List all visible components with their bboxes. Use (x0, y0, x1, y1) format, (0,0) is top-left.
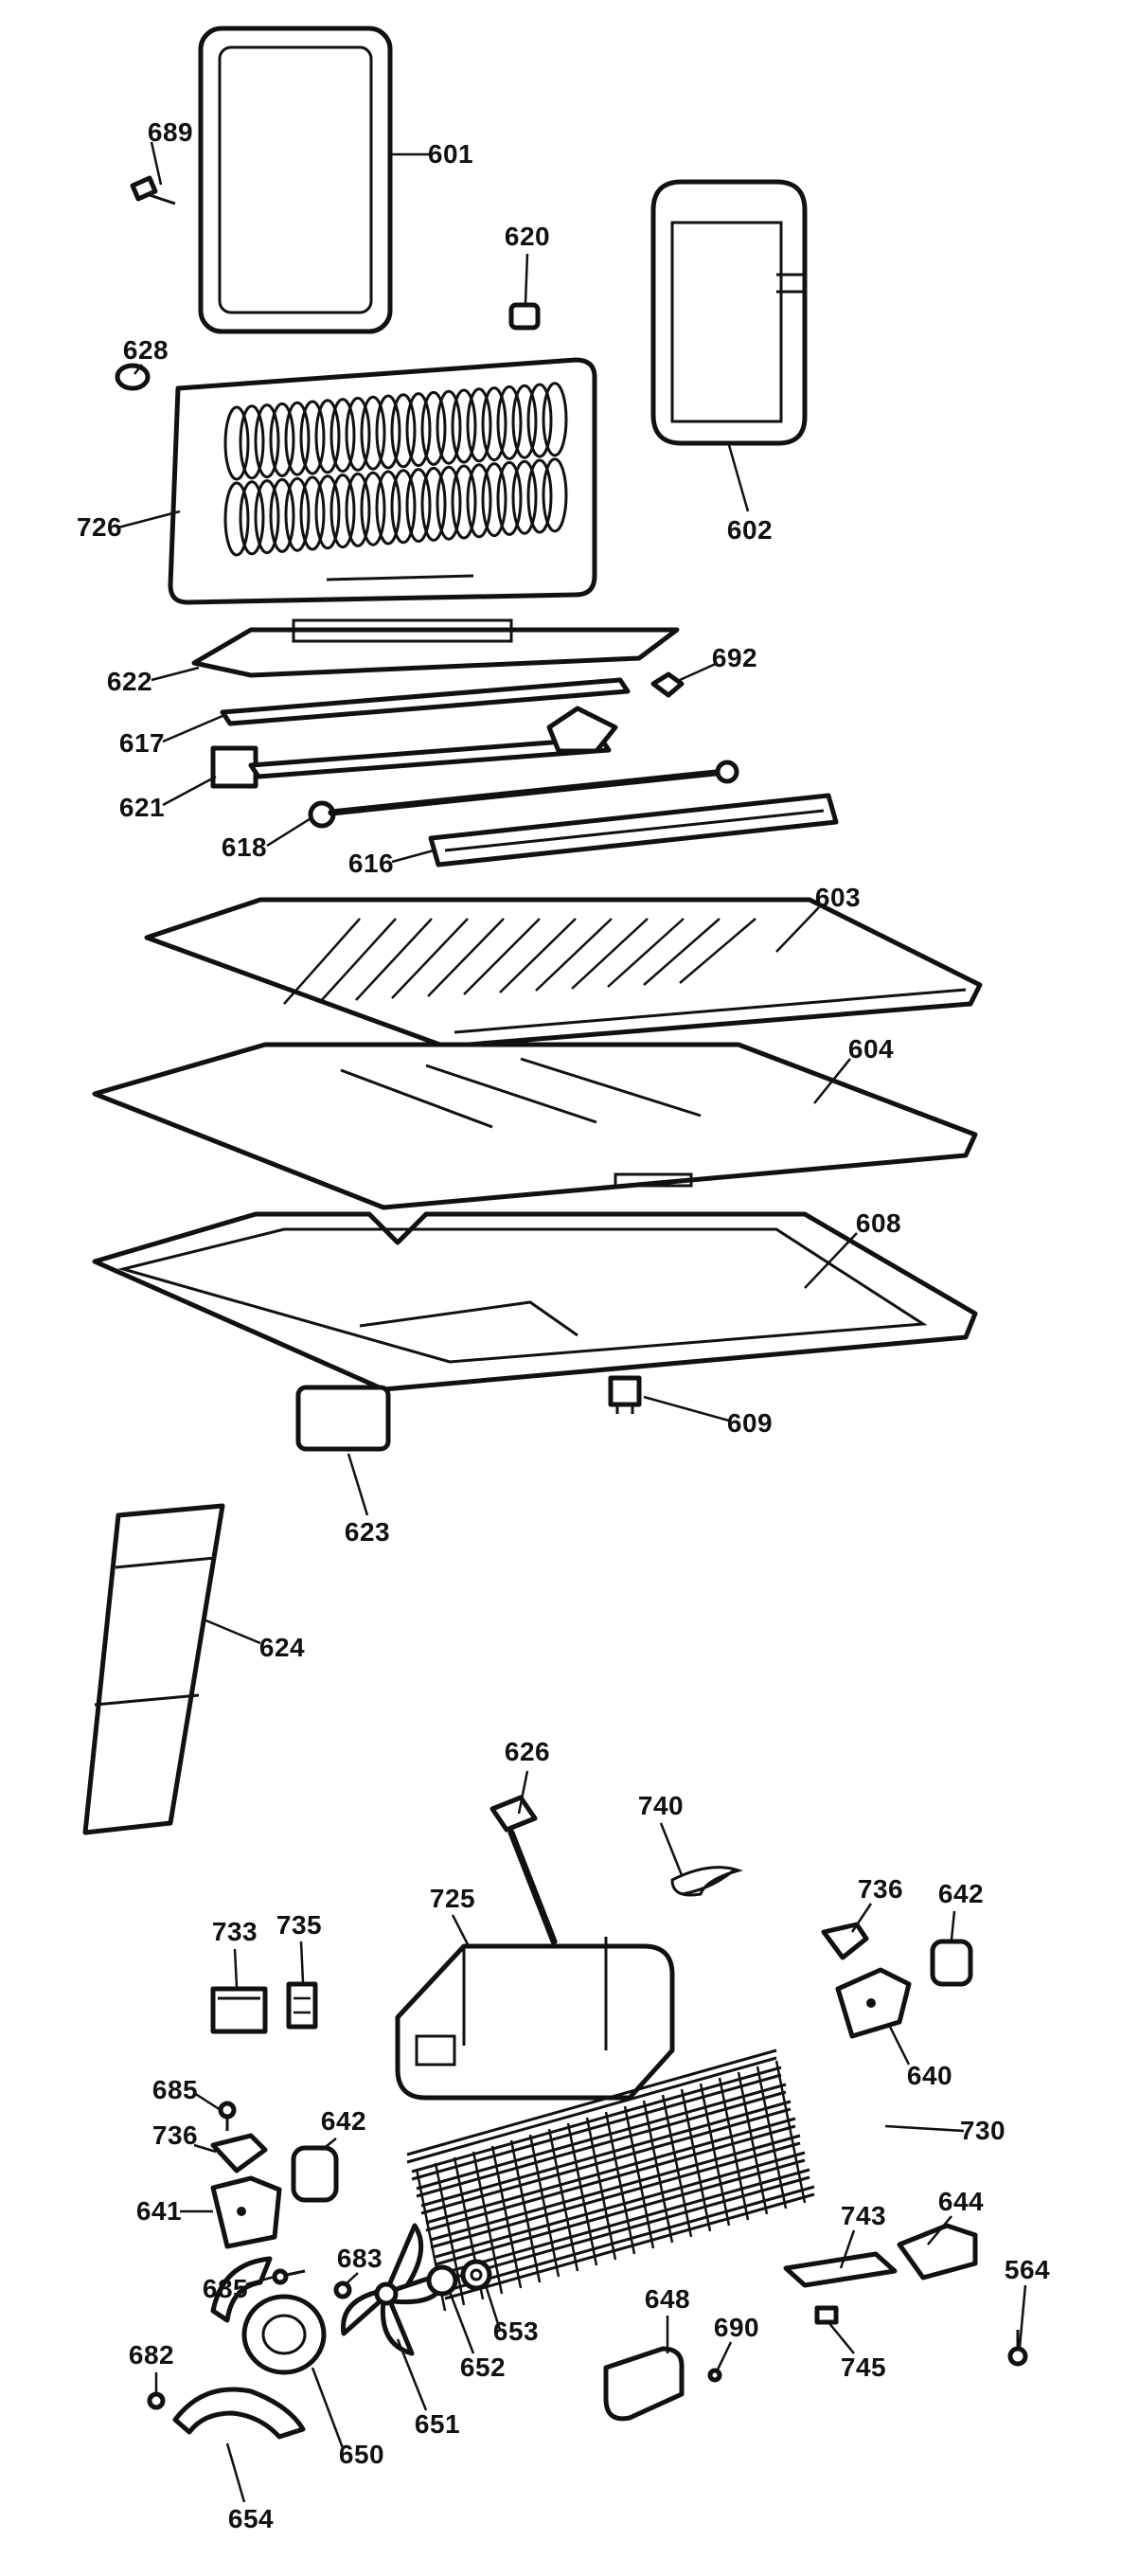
label-616: 616 (347, 849, 395, 878)
label-653: 653 (492, 2317, 540, 2346)
part-621-bracket (210, 706, 618, 789)
label-654: 654 (227, 2504, 275, 2533)
part-685-screw-a (218, 2101, 237, 2131)
label-608: 608 (855, 1208, 902, 1238)
label-651: 651 (414, 2409, 461, 2439)
part-623-cover (295, 1385, 391, 1452)
label-730: 730 (959, 2116, 1006, 2145)
part-726-evaporator (168, 357, 597, 605)
label-735: 735 (276, 1910, 323, 1940)
part-617-bar (220, 677, 631, 726)
label-745: 745 (840, 2352, 887, 2382)
label-623: 623 (344, 1517, 391, 1547)
label-628: 628 (122, 335, 169, 365)
label-617: 617 (118, 728, 166, 758)
label-624: 624 (258, 1633, 306, 1662)
part-685-screw-b (272, 2268, 306, 2285)
part-602-cover (650, 179, 808, 446)
part-736-clip (821, 1922, 869, 1960)
label-564: 564 (1004, 2255, 1051, 2284)
label-601: 601 (427, 139, 474, 169)
label-621: 621 (118, 793, 166, 822)
label-641: 641 (135, 2196, 183, 2226)
part-640-bracket (835, 1967, 912, 2039)
label-609: 609 (726, 1408, 774, 1438)
label-618: 618 (221, 832, 268, 862)
part-650-fan-motor (210, 2256, 327, 2375)
part-622-drain-tray (191, 618, 680, 678)
label-648: 648 (644, 2284, 691, 2314)
label-650: 650 (338, 2440, 385, 2469)
part-745-pad (814, 2305, 839, 2325)
part-616-rail (428, 793, 839, 868)
part-644-bracket (897, 2223, 978, 2281)
label-726: 726 (76, 512, 123, 542)
part-654-bracket (172, 2387, 306, 2440)
part-733-relay (210, 1986, 268, 2034)
label-736b: 736 (151, 2120, 199, 2150)
label-640: 640 (906, 2061, 953, 2090)
label-743: 743 (840, 2201, 887, 2230)
label-622: 622 (106, 667, 153, 696)
part-736-clip-left (210, 2133, 268, 2174)
part-648-drain-pan (603, 2346, 685, 2422)
part-683-nut (333, 2281, 352, 2299)
label-602: 602 (726, 515, 774, 545)
part-618-heater-rod (308, 760, 739, 829)
part-735-terminal (286, 1981, 318, 2030)
part-642-capacitor-left (291, 2145, 339, 2203)
part-601-cover-panel (198, 26, 393, 334)
label-733: 733 (211, 1917, 258, 1946)
label-740: 740 (637, 1791, 685, 1820)
part-642-capacitor (930, 1939, 973, 1987)
part-626-cord (489, 1795, 558, 1945)
label-652: 652 (459, 2352, 507, 2382)
label-620: 620 (504, 222, 551, 251)
part-740-spring (670, 1866, 744, 1897)
part-725-compressor (395, 1937, 675, 2101)
part-653-grommet (460, 2259, 492, 2291)
label-725: 725 (429, 1884, 476, 1913)
label-690: 690 (713, 2313, 760, 2342)
label-736a: 736 (857, 1874, 904, 1904)
part-682-screw (147, 2391, 166, 2410)
part-564-screw (1007, 2330, 1028, 2367)
label-644: 644 (937, 2187, 985, 2216)
label-689: 689 (147, 117, 194, 147)
part-609-switch (608, 1375, 642, 1414)
part-690-clip (707, 2368, 722, 2383)
part-652-washer (426, 2264, 458, 2297)
leader-lines (117, 141, 1027, 2503)
part-624-divider-panel (82, 1503, 225, 1835)
evaporator-coils-upper (223, 382, 568, 481)
label-603: 603 (814, 883, 862, 912)
part-603-wire-shelf (144, 897, 983, 1049)
part-608-crisper-pan (92, 1211, 978, 1392)
label-685b: 685 (202, 2274, 249, 2303)
part-620-clip (508, 302, 541, 331)
label-683: 683 (336, 2244, 383, 2273)
part-641-bracket (210, 2175, 282, 2249)
label-682: 682 (128, 2340, 175, 2370)
shelf-ribs (283, 918, 756, 1005)
part-689-screw (130, 175, 176, 206)
label-642a: 642 (937, 1879, 985, 1908)
label-692: 692 (711, 643, 758, 672)
part-743-strap (783, 2251, 898, 2288)
label-626: 626 (504, 1737, 551, 1766)
label-642b: 642 (320, 2106, 367, 2136)
label-604: 604 (847, 1034, 895, 1064)
evaporator-coils-lower (223, 457, 568, 557)
label-685a: 685 (151, 2075, 199, 2104)
part-604-glass-shelf (92, 1042, 978, 1210)
part-692-clip (650, 671, 685, 698)
part-628-knob (115, 363, 151, 391)
